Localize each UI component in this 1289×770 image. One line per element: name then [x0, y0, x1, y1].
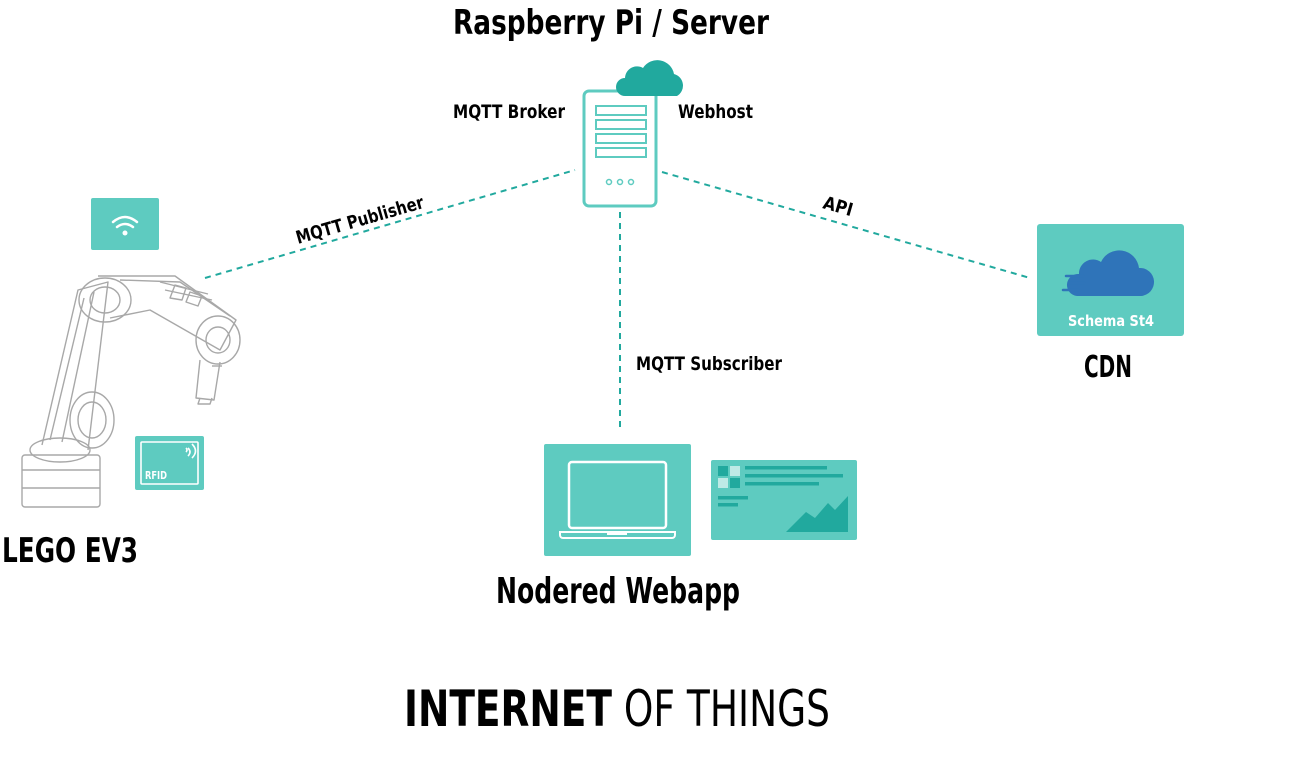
cdn-card	[1037, 224, 1184, 336]
mqtt-publisher-label: MQTT Publisher	[294, 192, 427, 249]
dashboard-icon	[711, 460, 857, 540]
footer-bold: INTERNET	[404, 680, 612, 738]
cloud-icon	[1066, 250, 1155, 296]
footer-rest: OF THINGS	[612, 680, 830, 738]
robot-arm-icon	[21, 275, 241, 508]
mqtt-broker-label: MQTT Broker	[453, 101, 565, 123]
link-api-line	[661, 171, 1031, 279]
cdn-card-label: Schema St4	[1068, 312, 1154, 330]
webapp-title: Nodered Webapp	[496, 571, 740, 612]
cdn-title: CDN	[1084, 350, 1132, 385]
api-label: API	[821, 193, 856, 221]
connections	[204, 169, 1031, 432]
laptop-icon	[544, 444, 691, 556]
server-title: Raspberry Pi / Server	[453, 3, 769, 43]
server-icon	[582, 89, 658, 208]
wifi-icon	[91, 198, 159, 250]
mqtt-subscriber-label: MQTT Subscriber	[636, 353, 782, 375]
link-publisher-line	[204, 169, 576, 279]
footer-title: INTERNET OF THINGS	[404, 680, 830, 738]
cloud-icon	[616, 60, 683, 96]
robot-title: LEGO EV3	[2, 531, 138, 571]
rfid-label: RFID	[145, 469, 167, 482]
rfid-icon	[135, 436, 204, 490]
webhost-label: Webhost	[678, 101, 753, 123]
